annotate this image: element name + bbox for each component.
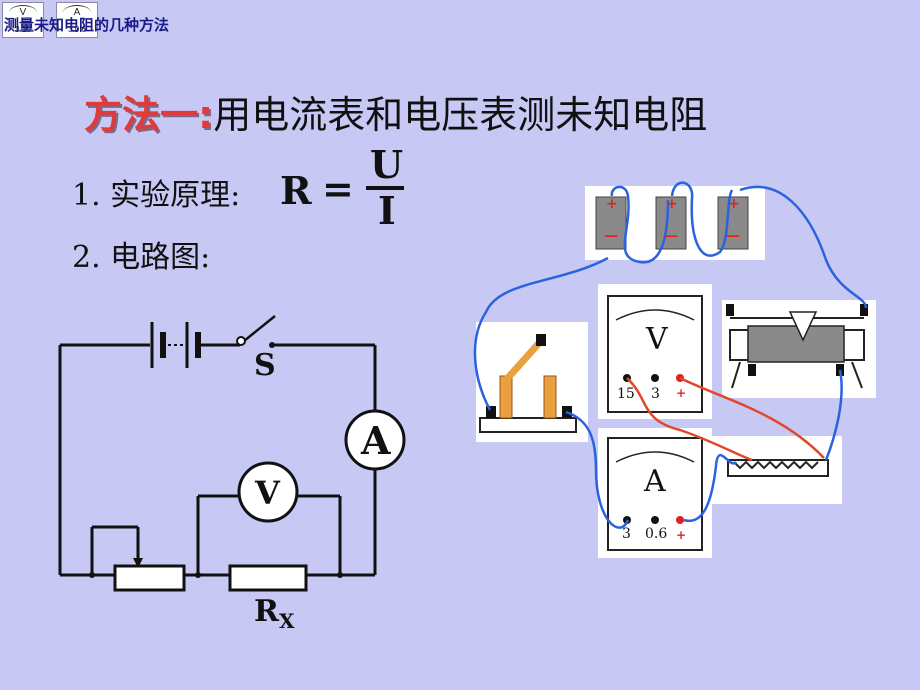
page-title: 方法一:用电流表和电压表测未知电阻	[84, 84, 707, 139]
battery-plus-sign: +	[606, 196, 618, 212]
rheostat	[113, 564, 186, 592]
battery-cell	[595, 196, 627, 250]
wire	[683, 453, 737, 523]
switch-post	[543, 375, 557, 419]
terminal	[651, 516, 659, 524]
battery-plus-sign: +	[666, 196, 678, 212]
battery-minus-sign: —	[664, 228, 678, 244]
thumbnail-scale: 3 0.6	[68, 25, 86, 34]
battery-cell	[655, 196, 687, 250]
thumbnail-letter: V	[19, 7, 27, 18]
switch-blade	[243, 315, 276, 342]
rheostat-coil	[747, 325, 845, 363]
thumbnail-scale: 3 15	[15, 25, 31, 34]
rheostat-leg	[731, 361, 741, 389]
ohm-formula: R = U I	[280, 142, 410, 238]
rheostat-leg	[851, 361, 863, 389]
terminal	[651, 374, 659, 382]
switch-base	[479, 417, 577, 433]
ammeter-scale-arc	[615, 451, 695, 463]
ammeter-terminal-label: 3	[622, 526, 631, 542]
battery-plus-sign: +	[728, 196, 740, 212]
voltmeter-symbol	[237, 461, 299, 523]
slider-arrow	[133, 558, 143, 568]
junction-dot	[89, 572, 95, 578]
voltmeter-body	[607, 295, 703, 413]
resistor-coil	[733, 460, 819, 470]
wire	[739, 185, 868, 309]
title-description: 用电流表和电压表测未知电阻	[213, 93, 708, 137]
formula-lhs: R	[280, 168, 312, 213]
battery-minus-sign: —	[604, 228, 618, 244]
voltmeter-terminal-label: +	[676, 386, 687, 400]
wire	[565, 410, 630, 529]
voltmeter-label: V	[255, 474, 280, 512]
wire	[670, 181, 734, 257]
ammeter-label: A	[361, 418, 391, 463]
formula-equals: =	[322, 166, 354, 211]
terminal	[676, 516, 684, 524]
wire	[824, 369, 843, 461]
header-title: 测量未知电阻的几种方法	[4, 16, 170, 34]
switch-label: S	[254, 348, 276, 383]
rheostat-slider	[788, 311, 818, 342]
principle-label: 1. 实验原理:	[72, 178, 241, 213]
voltmeter-letter: V	[646, 322, 668, 357]
switch-contact	[236, 336, 246, 346]
wire	[679, 376, 825, 459]
fraction-bar	[366, 186, 404, 190]
switch-handle	[536, 334, 546, 346]
diagram-label: 2. 电路图:	[72, 240, 211, 275]
resistor-label: RX	[254, 594, 294, 633]
resistor-rx	[228, 564, 308, 592]
voltmeter-thumbnail-icon: V 3 15	[2, 2, 44, 38]
terminal	[860, 304, 868, 316]
voltmeter-terminal-label: 3	[651, 386, 660, 402]
ammeter-body	[607, 437, 703, 551]
ammeter-letter: A	[644, 464, 666, 499]
meter-arc	[63, 5, 91, 20]
ammeter-terminal-label: 0.6	[645, 526, 668, 542]
ammeter-thumbnail-icon: A 3 0.6	[56, 2, 98, 38]
formula-denominator: I	[378, 188, 396, 233]
thumbnail-letter: A	[73, 7, 81, 18]
wire	[610, 185, 670, 264]
resistor-label-main: R	[254, 594, 279, 629]
junction-dot	[195, 572, 201, 578]
voltmeter-scale-arc	[615, 309, 695, 321]
voltmeter-terminal-label: 15	[617, 386, 635, 402]
terminal	[726, 304, 734, 316]
meter-arc	[9, 5, 37, 20]
switch-lever	[503, 339, 543, 383]
wire	[473, 256, 609, 411]
wire	[626, 377, 753, 462]
ammeter-symbol	[344, 409, 406, 471]
switch-contact	[269, 342, 275, 348]
method-label: 方法一:	[84, 93, 214, 137]
battery-minus-sign: —	[726, 228, 740, 244]
formula-numerator: U	[370, 142, 404, 187]
ammeter-terminal-label: +	[676, 528, 687, 542]
terminal	[486, 406, 496, 418]
resistor-label-subscript: X	[278, 609, 295, 633]
terminal	[748, 364, 756, 376]
battery-cell	[717, 196, 749, 250]
junction-dot	[337, 572, 343, 578]
switch-post	[499, 375, 513, 419]
